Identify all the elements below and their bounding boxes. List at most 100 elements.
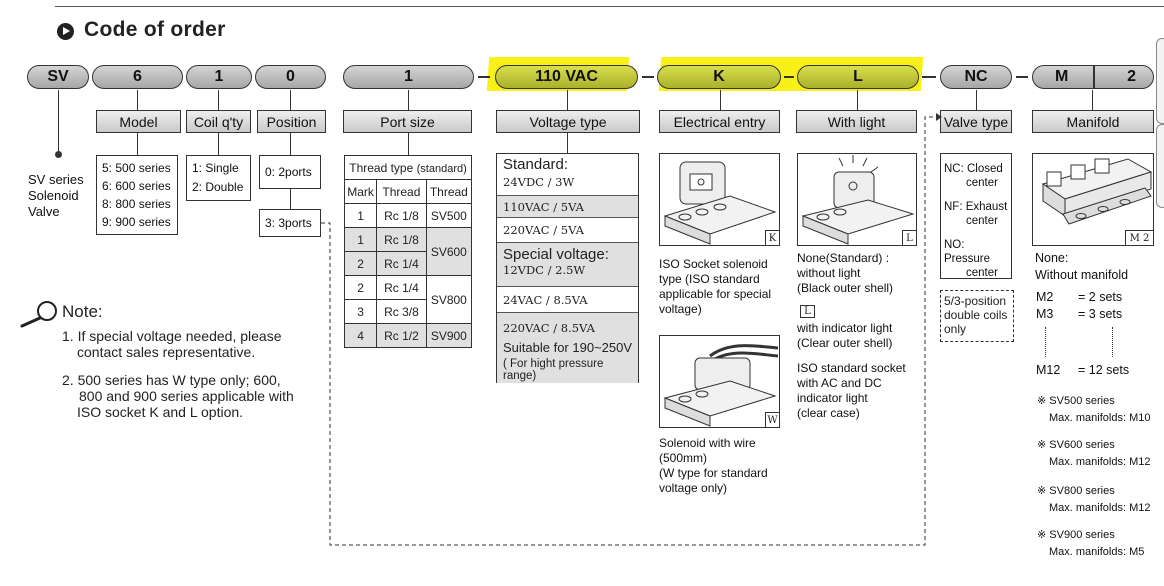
connector-entry [720,90,721,110]
manifold-tag: M 2 [1125,230,1153,245]
side-tab[interactable] [1156,38,1164,124]
connector-valve [976,90,977,110]
header-coil: Coil q'ty [186,110,251,133]
code-pill-manifold-letter: M [1055,68,1069,85]
code-pill-model: 6 [92,65,183,89]
light-tag: L [902,230,916,245]
solenoid-wire-desc: Solenoid with wire (500mm) (W type for s… [659,436,768,495]
connector-voltage-box [567,133,568,153]
header-valve-type: Valve type [940,110,1012,133]
manifold-divider [1093,66,1095,88]
side-tab[interactable] [1156,124,1164,208]
code-pill-port: 1 [343,65,474,89]
manifold-series-600: ※ SV600 series Max. manifolds: M12 [1037,439,1151,468]
voltage-standard-label: Standard: [503,156,569,173]
thread-size: Rc 1/2 [376,323,427,348]
manifold-none: None: Without manifold [1035,251,1129,282]
thread-table: Thread type (standard) Mark Thread Threa… [343,155,473,348]
header-model: Model [96,110,181,133]
connector-coil-box [218,133,219,155]
thread-series: SV600 [425,227,473,276]
top-rule [55,6,1164,7]
model-option: 5: 500 series [102,161,171,175]
code-pill-light: L [797,65,919,89]
manifold-dots-right [1112,327,1113,357]
thread-series: SV500 [425,203,473,228]
header-manifold: Manifold [1032,110,1154,133]
thread-mark: 2 [343,275,378,300]
connector-model [137,90,138,110]
socket-k-tag: K [765,230,779,245]
voltage-standard-2: 110VAC / 5VA [497,195,638,217]
light-l-badge: L [800,305,815,318]
series-label: SV series Solenoid Valve [28,172,84,219]
connector-model-box [137,133,138,155]
thread-col-series: Thread [425,179,473,204]
connector-port-box [408,133,409,155]
connector-coil [218,90,219,110]
valve-type-note: 5/3-position double coils only [940,290,1014,342]
solenoid-wire-tag: W [765,412,779,427]
code-pill-valve: NC [940,65,1012,89]
connector-position [290,90,291,110]
thread-col-mark: Mark [343,179,378,204]
note-item-2: 2. 500 series has W type only; 600, 800 … [62,372,294,420]
model-option: 6: 600 series [102,179,171,193]
voltage-special-block-2: 220VAC / 8.5VA Suitable for 190~250V ( F… [497,312,638,383]
manifold-set-m3: M3= 3 sets [1036,307,1123,321]
position-option-3ports: 3: 3ports [259,209,321,237]
connector-position-box [290,133,291,155]
code-dash [922,76,936,78]
thread-mark: 1 [343,203,378,228]
voltage-special-label: Special voltage: [503,246,609,263]
section-title: Code of order [84,18,226,41]
thread-col-thread: Thread [376,179,427,204]
voltage-standard-1: 24VDC / 3W [503,175,575,189]
model-option: 8: 800 series [102,197,171,211]
code-dash [642,76,654,78]
thread-mark: 2 [343,251,378,276]
thread-series: SV800 [425,275,473,324]
manifold-set-m2: M2= 2 sets [1036,290,1123,304]
connector-dot [55,151,62,158]
code-pill-coil: 1 [186,65,252,89]
connector-sv [58,90,59,154]
thread-size: Rc 1/8 [376,227,427,252]
manifold-series-800: ※ SV800 series Max. manifolds: M12 [1037,485,1151,514]
code-pill-position: 0 [255,65,326,89]
header-position: Position [257,110,326,133]
manifold-image: M 2 [1032,153,1154,246]
voltage-suitable: Suitable for 190~250V [503,340,633,355]
voltage-special-3: 220VAC / 8.5VA [503,321,595,335]
coil-option: 1: Single [192,161,239,175]
code-pill-sv: SV [27,65,89,89]
code-pill-voltage: 110 VAC [495,65,638,89]
position-option-2ports: 0: 2ports [259,155,321,189]
solenoid-wire-image: W [659,335,780,428]
light-none-desc: None(Standard) : without light (Black ou… [797,251,894,295]
thread-mark: 4 [343,323,378,348]
header-electrical-entry: Electrical entry [659,110,780,133]
coil-options: 1: Single 2: Double [186,155,251,201]
code-pill-manifold-number: 2 [1127,68,1136,85]
connector-position-box2 [290,189,291,209]
connector-voltage [567,90,568,110]
voltage-table: Standard: 24VDC / 3W 110VAC / 5VA 220VAC… [496,153,639,383]
header-with-light: With light [796,110,917,133]
thread-size: Rc 1/4 [376,251,427,276]
voltage-special-block: Special voltage: 12VDC / 2.5W [497,242,638,286]
play-circle-icon [57,23,74,40]
light-l-desc: with indicator light (Clear outer shell) [797,321,893,350]
model-option: 9: 900 series [102,215,171,229]
connector-light [857,90,858,110]
manifold-series-500: ※ SV500 series Max. manifolds: M10 [1037,395,1151,424]
thread-series: SV900 [425,323,473,348]
manifold-dots-left [1045,327,1046,357]
code-dash [784,76,794,78]
light-image: L [797,153,917,246]
thread-size: Rc 1/4 [376,275,427,300]
